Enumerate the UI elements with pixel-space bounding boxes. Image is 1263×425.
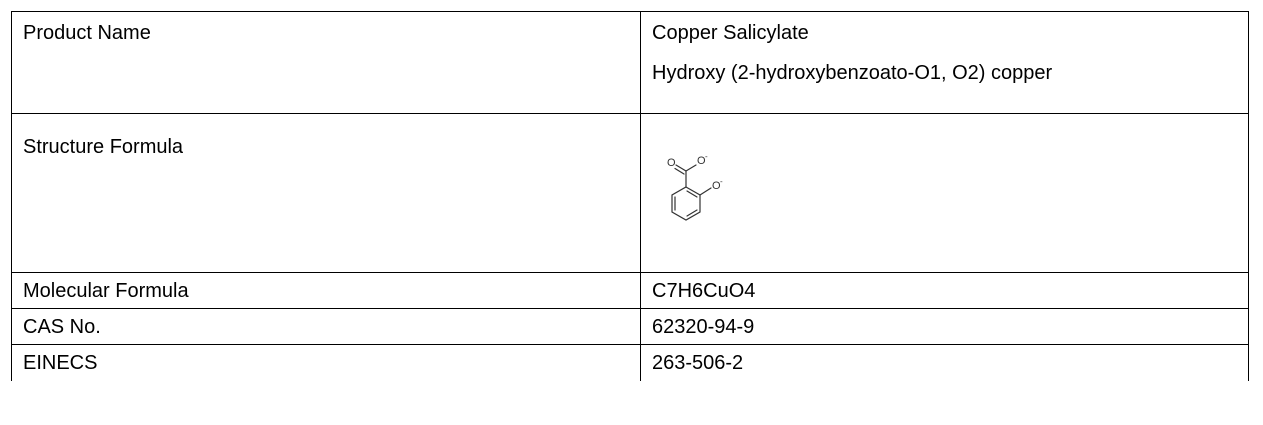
einecs-value: 263-506-2 — [652, 352, 744, 374]
product-spec-table: Product Name Copper Salicylate Hydroxy (… — [11, 11, 1249, 381]
product-synonym-value: Hydroxy (2-hydroxybenzoato-O1, O2) coppe… — [652, 62, 1053, 84]
carbonyl-bond-b — [674, 167, 685, 175]
salicylate-dianion-structure-icon: O O - O - — [654, 126, 774, 266]
cas-no-label: CAS No. — [23, 316, 101, 338]
row-einecs: EINECS 263-506-2 — [11, 344, 1249, 381]
label-cell: Product Name — [11, 11, 641, 114]
molecular-formula-label: Molecular Formula — [23, 280, 189, 302]
ring-to-phenoxide-bond — [699, 187, 712, 196]
row-structure-formula: Structure Formula — [11, 113, 1249, 273]
label-cell: EINECS — [11, 344, 641, 381]
phenoxide-charge-label: - — [720, 177, 723, 186]
phenoxide-oxygen-label: O — [712, 180, 721, 192]
value-cell: 62320-94-9 — [640, 308, 1249, 345]
structure-drawing: O O - O - — [667, 152, 723, 221]
value-cell: O O - O - — [640, 113, 1249, 273]
row-molecular-formula: Molecular Formula C7H6CuO4 — [11, 272, 1249, 309]
value-cell: 263-506-2 — [640, 344, 1249, 381]
value-cell: C7H6CuO4 — [640, 272, 1249, 309]
product-name-values: Copper Salicylate Hydroxy (2-hydroxybenz… — [652, 13, 1248, 86]
ring-double-bond-1 — [686, 190, 698, 198]
einecs-label: EINECS — [23, 352, 98, 374]
row-cas-no: CAS No. 62320-94-9 — [11, 308, 1249, 345]
carboxylate-charge-label: - — [705, 152, 708, 161]
molecular-formula-value: C7H6CuO4 — [652, 280, 756, 302]
value-cell: Copper Salicylate Hydroxy (2-hydroxybenz… — [640, 11, 1249, 114]
cas-no-value: 62320-94-9 — [652, 316, 755, 338]
label-cell: Molecular Formula — [11, 272, 641, 309]
carboxylate-oxygen-label: O — [697, 155, 706, 167]
carbonyl-oxygen-label: O — [667, 157, 676, 169]
ring-double-bond-2 — [686, 209, 698, 217]
label-cell: Structure Formula — [11, 113, 641, 273]
label-cell: CAS No. — [11, 308, 641, 345]
product-name-label: Product Name — [23, 22, 151, 44]
row-product-name: Product Name Copper Salicylate Hydroxy (… — [11, 11, 1249, 114]
carbonyl-bond-a — [675, 164, 687, 172]
benzene-ring-outline — [671, 186, 701, 221]
carboxylate-single-bond — [685, 164, 697, 172]
product-name-value: Copper Salicylate — [652, 22, 809, 44]
structure-formula-label: Structure Formula — [23, 136, 184, 158]
